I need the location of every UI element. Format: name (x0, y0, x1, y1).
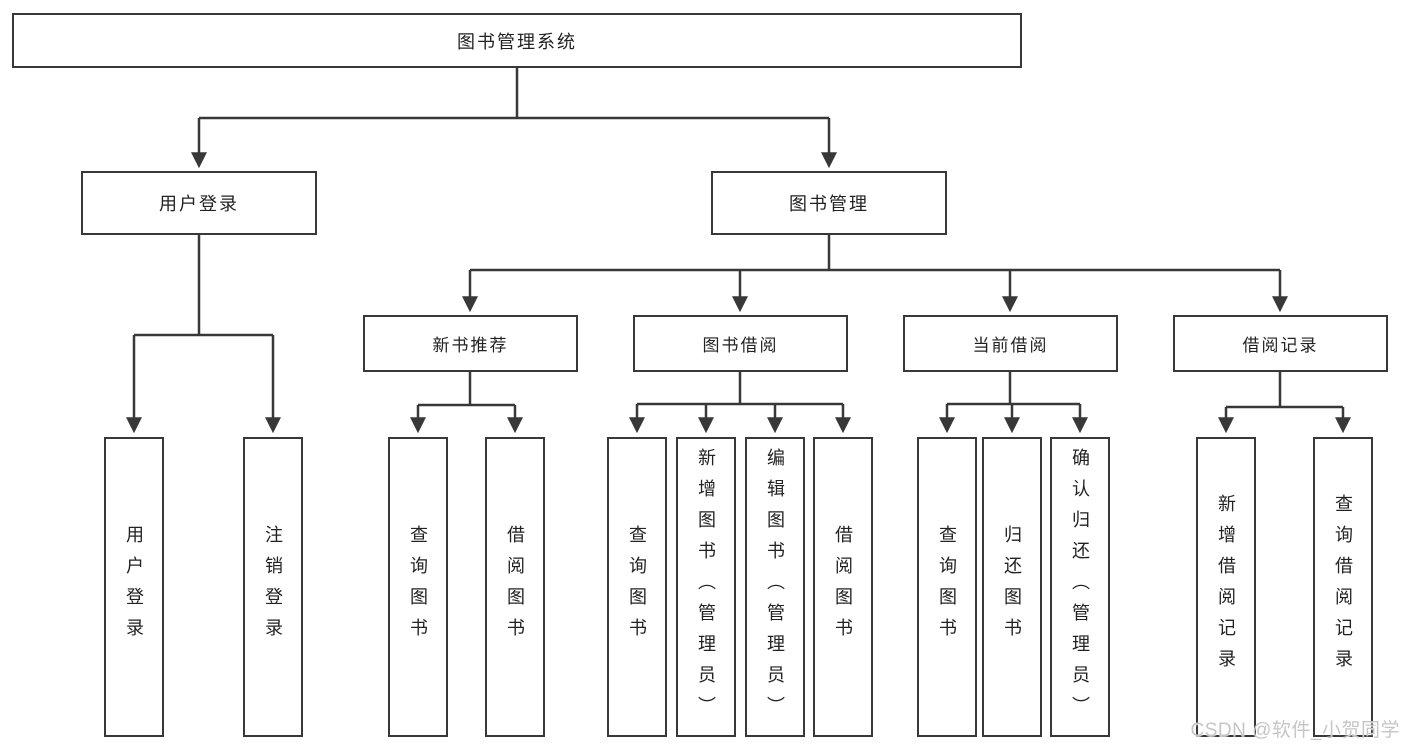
node-label: 查询图书 (408, 525, 428, 649)
node-label: 查询图书 (627, 525, 647, 649)
node-label: 用户登录 (159, 194, 239, 214)
node-label: 查询图书 (937, 525, 957, 649)
leaf-add-books-admin: 新增图书（管理员） (676, 437, 736, 737)
node-label: 确认归还（管理员） (1070, 447, 1090, 727)
node-label: 借阅图书 (833, 525, 853, 649)
leaf-return-books: 归还图书 (982, 437, 1042, 737)
node-new-book-recommendation: 新书推荐 (363, 315, 578, 372)
node-label: 新增图书（管理员） (696, 447, 716, 727)
node-book-borrowing: 图书借阅 (633, 315, 848, 372)
leaf-query-borrow-record: 查询借阅记录 (1313, 437, 1373, 737)
leaf-query-books: 查询图书 (607, 437, 667, 737)
leaf-edit-books-admin: 编辑图书（管理员） (745, 437, 805, 737)
node-borrowing-records: 借阅记录 (1173, 315, 1388, 372)
node-current-borrowing: 当前借阅 (903, 315, 1118, 372)
leaf-query-books-recommend: 查询图书 (388, 437, 448, 737)
node-label: 图书管理系统 (457, 31, 577, 52)
node-label: 借阅图书 (505, 525, 525, 649)
leaf-user-login: 用户登录 (104, 437, 164, 737)
node-label: 图书借阅 (702, 336, 779, 355)
node-label: 图书管理 (789, 194, 869, 214)
node-label: 注销登录 (263, 525, 283, 649)
node-label: 新书推荐 (432, 336, 509, 355)
leaf-add-borrow-record: 新增借阅记录 (1196, 437, 1256, 737)
csdn-watermark: CSDN @软件_小贺同学 (1190, 720, 1400, 741)
node-book-management-module: 图书管理 (711, 171, 947, 235)
leaf-logout: 注销登录 (243, 437, 303, 737)
leaf-query-books-current: 查询图书 (917, 437, 977, 737)
node-label: 新增借阅记录 (1216, 494, 1236, 680)
leaf-confirm-return-admin: 确认归还（管理员） (1050, 437, 1110, 737)
node-label: 借阅记录 (1242, 336, 1319, 355)
node-label: 当前借阅 (972, 336, 1049, 355)
node-label: 归还图书 (1002, 525, 1022, 649)
node-label: 查询借阅记录 (1333, 494, 1353, 680)
leaf-borrow-books-recommend: 借阅图书 (485, 437, 545, 737)
node-user-login-module: 用户登录 (81, 171, 317, 235)
node-label: 用户登录 (124, 525, 144, 649)
leaf-borrow-books: 借阅图书 (813, 437, 873, 737)
node-library-management-system: 图书管理系统 (12, 13, 1022, 68)
node-label: 编辑图书（管理员） (765, 447, 785, 727)
